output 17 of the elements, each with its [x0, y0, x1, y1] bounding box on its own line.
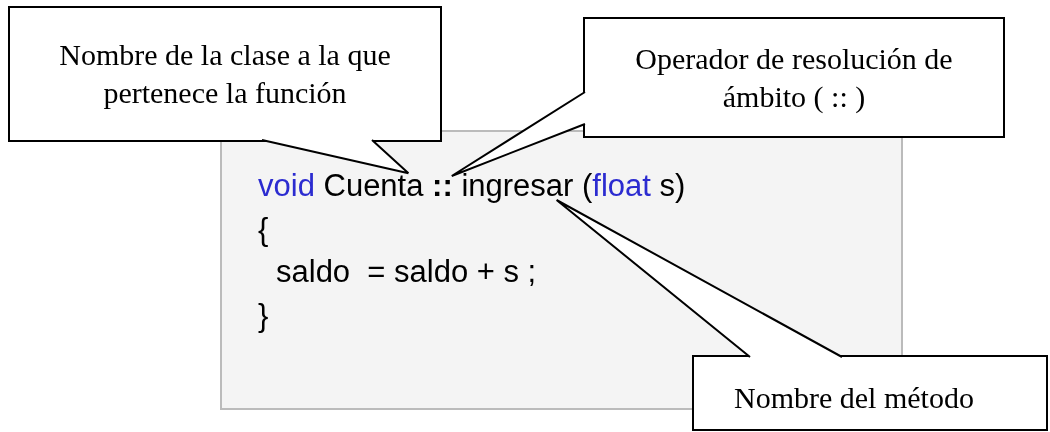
code-token: (float [582, 168, 651, 203]
callout-box [692, 355, 1048, 431]
callout-text: Nombre de la clase a la que pertenece la función [58, 37, 392, 111]
callout-pointer [450, 91, 586, 177]
callout-pointer [555, 199, 843, 358]
code-line: saldo = saldo + s ; [276, 253, 537, 291]
code-line: } [258, 297, 269, 335]
code-token: ingresar [461, 166, 574, 206]
code-line: { [258, 211, 269, 249]
code-token: void [258, 168, 315, 203]
callout-text: Nombre del método [734, 380, 974, 416]
code-token: s) [659, 168, 686, 203]
callout-box [583, 17, 1005, 138]
callout-pointer [261, 139, 410, 175]
callout-text: Operador de resolución de ámbito ( :: ) [634, 40, 954, 115]
code-token: :: [432, 166, 453, 206]
code-token: Cuenta [323, 166, 424, 206]
